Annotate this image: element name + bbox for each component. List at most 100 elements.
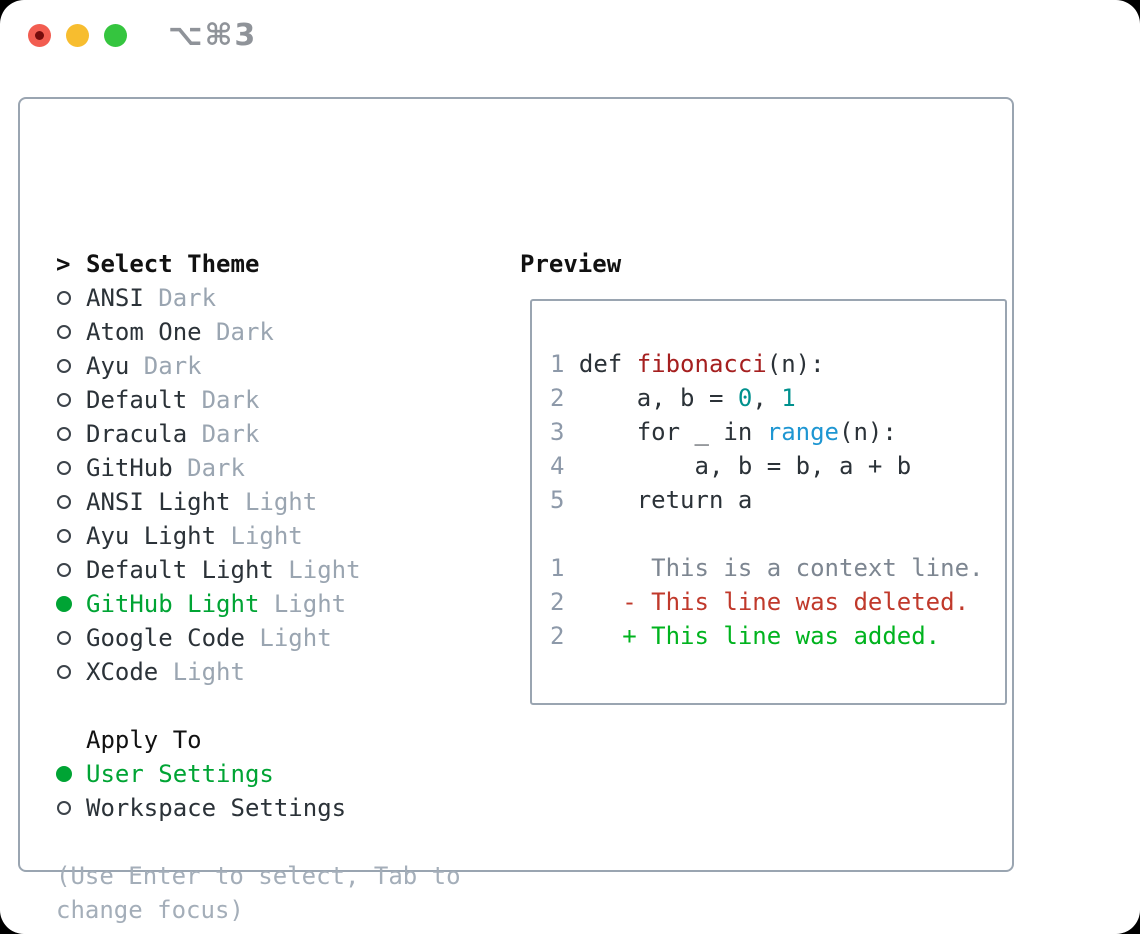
theme-option-tag: Light [216, 522, 303, 550]
cursor-marker-icon: > [56, 250, 71, 278]
diff-text: - This line was deleted. [622, 588, 970, 616]
theme-option-name: Default [86, 386, 188, 414]
spacer [56, 689, 496, 723]
theme-option[interactable]: XCode Light [56, 655, 496, 689]
code-line: 5 return a [550, 483, 1005, 517]
theme-option[interactable]: Google Code Light [56, 621, 496, 655]
code-token: range [766, 418, 839, 446]
radio-selected-icon [56, 596, 72, 612]
theme-option[interactable]: Dracula Dark [56, 417, 496, 451]
radio-unselected-icon [57, 563, 71, 577]
close-dot-icon [35, 31, 44, 40]
apply-to-title: Apply To [86, 726, 202, 754]
diff-text: This is a context line. [622, 554, 984, 582]
radio-unselected-icon [57, 801, 71, 815]
window-title: ⌥⌘3 [168, 18, 258, 53]
diff-block: 1 This is a context line.2 - This line w… [550, 551, 1005, 653]
line-number: 2 [550, 384, 579, 412]
code-token: 0 [737, 384, 753, 412]
code-token: a, b = b, a + b [578, 452, 912, 480]
apply-to-option-name: User Settings [86, 760, 274, 788]
diff-line: 1 This is a context line. [550, 551, 1005, 585]
theme-option-tag: Light [273, 556, 361, 584]
titlebar: ⌥⌘3 [0, 0, 1140, 72]
theme-option[interactable]: GitHub Dark [56, 451, 496, 485]
spacer [56, 825, 496, 859]
theme-option[interactable]: Default Light Light [56, 553, 496, 587]
radio-unselected-icon [57, 461, 71, 475]
radio-unselected-icon [57, 665, 71, 679]
code-token: , [752, 384, 782, 412]
theme-option-name: Ayu [86, 352, 130, 380]
theme-option-tag: Light [158, 658, 245, 686]
radio-unselected-icon [57, 529, 71, 543]
code-token: for _ in [578, 418, 767, 446]
radio-unselected-icon [57, 631, 71, 645]
theme-option-name: GitHub [86, 454, 173, 482]
theme-option-tag: Dark [187, 386, 260, 414]
radio-unselected-icon [57, 495, 71, 509]
line-number: 3 [550, 418, 579, 446]
theme-option[interactable]: Atom One Dark [56, 315, 496, 349]
minimize-button[interactable] [66, 24, 89, 47]
diff-text: + This line was added. [622, 622, 941, 650]
theme-option-name: ANSI [86, 284, 144, 312]
theme-option[interactable]: Ayu Dark [56, 349, 496, 383]
code-token: return a [578, 486, 753, 514]
line-number: 4 [550, 452, 579, 480]
diff-line: 2 + This line was added. [550, 619, 1005, 653]
line-number: 2 [550, 622, 623, 650]
radio-selected-icon [56, 766, 72, 782]
theme-sidebar: > Select Theme ANSI Dark Atom One Dark A… [56, 247, 496, 927]
select-theme-header: > Select Theme [56, 247, 496, 281]
select-theme-title: Select Theme [86, 250, 260, 278]
code-line: 2 a, b = 0, 1 [550, 381, 1005, 415]
close-button[interactable] [28, 24, 51, 47]
theme-option-name: Google Code [86, 624, 245, 652]
apply-to-list: User Settings Workspace Settings [56, 757, 496, 825]
theme-option-tag: Dark [201, 318, 274, 346]
theme-option-name: XCode [86, 658, 159, 686]
theme-option-tag: Dark [187, 420, 260, 448]
diff-line: 2 - This line was deleted. [550, 585, 1005, 619]
theme-option[interactable]: Ayu Light Light [56, 519, 496, 553]
apply-to-option[interactable]: Workspace Settings [56, 791, 496, 825]
apply-to-header: Apply To [56, 723, 496, 757]
radio-unselected-icon [57, 291, 71, 305]
code-token: fibonacci [636, 350, 767, 378]
radio-unselected-icon [57, 325, 71, 339]
radio-unselected-icon [57, 393, 71, 407]
theme-option-name: Default Light [86, 556, 274, 584]
theme-option-tag: Light [244, 624, 332, 652]
theme-option[interactable]: GitHub Light Light [56, 587, 496, 621]
theme-option-name: Ayu Light [86, 522, 217, 550]
radio-unselected-icon [57, 427, 71, 441]
spacer [550, 517, 1005, 551]
theme-option-tag: Dark [129, 352, 202, 380]
theme-option-tag: Light [259, 590, 347, 618]
theme-list: ANSI Dark Atom One Dark Ayu Dark Default… [56, 281, 496, 689]
keyboard-hint: (Use Enter to select, Tab to change focu… [56, 862, 461, 924]
theme-option[interactable]: Default Dark [56, 383, 496, 417]
code-token: 1 [781, 384, 796, 412]
preview-title: Preview [520, 250, 622, 278]
code-line: 4 a, b = b, a + b [550, 449, 1005, 483]
theme-option[interactable]: ANSI Light Light [56, 485, 496, 519]
theme-option-tag: Dark [143, 284, 217, 312]
apply-to-option[interactable]: User Settings [56, 757, 496, 791]
theme-option-name: Dracula [86, 420, 188, 448]
code-line: 1 def fibonacci(n): [550, 347, 1005, 381]
code-line: 3 for _ in range(n): [550, 415, 1005, 449]
theme-option-name: ANSI Light [86, 488, 231, 516]
line-number: 5 [550, 486, 579, 514]
theme-option-name: Atom One [86, 318, 202, 346]
apply-to-option-name: Workspace Settings [86, 794, 347, 822]
zoom-button[interactable] [104, 24, 127, 47]
theme-option-tag: Dark [172, 454, 245, 482]
theme-option[interactable]: ANSI Dark [56, 281, 496, 315]
code-token: (n): [766, 350, 825, 378]
theme-option-name: GitHub Light [86, 590, 260, 618]
